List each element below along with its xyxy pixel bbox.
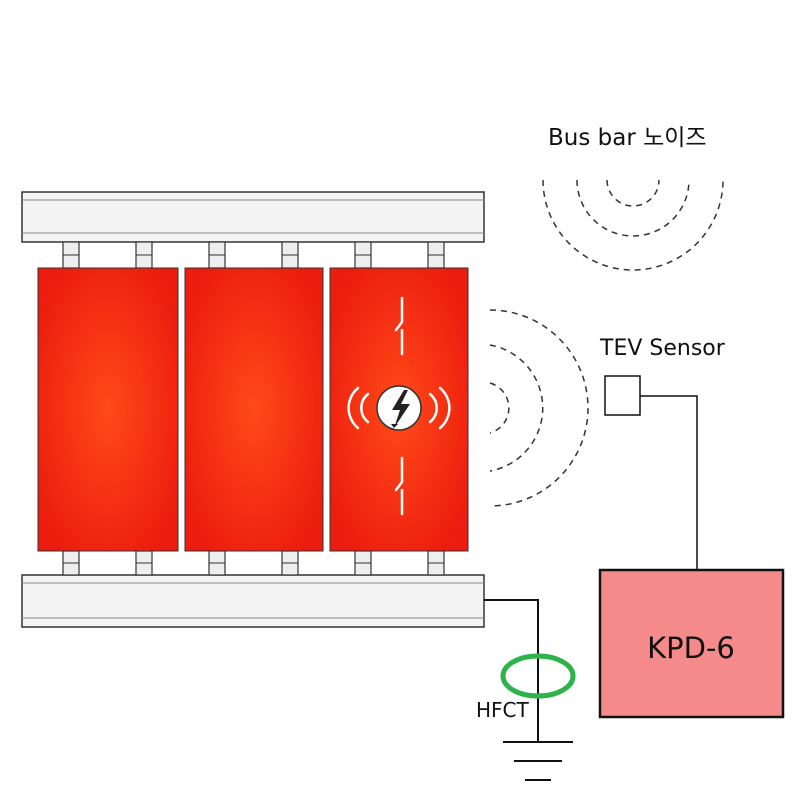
hfct-ring xyxy=(500,653,576,699)
tev-sensor-label: TEV Sensor xyxy=(599,336,726,361)
panel-2 xyxy=(184,267,324,552)
lightning-bolt-icon xyxy=(376,385,422,431)
bus-bar-noise-label: Bus bar 노이즈 xyxy=(548,125,707,151)
top-connectors xyxy=(62,241,445,269)
hfct-label: HFCT xyxy=(476,698,530,722)
switch-symbol-lower xyxy=(394,456,404,516)
discharge-arcs xyxy=(347,386,451,430)
bottom-connectors xyxy=(62,550,445,576)
switch-symbol-upper xyxy=(394,296,404,356)
tev-cable xyxy=(640,395,698,570)
kpd-6-device xyxy=(598,568,785,719)
bus-bar-noise-waves xyxy=(542,179,724,271)
tev-sensor xyxy=(604,375,641,416)
kpd-6-label: KPD-6 xyxy=(647,631,735,665)
ground-symbol-icon xyxy=(503,741,573,781)
emission-waves xyxy=(489,309,589,507)
panel-1 xyxy=(37,267,179,552)
